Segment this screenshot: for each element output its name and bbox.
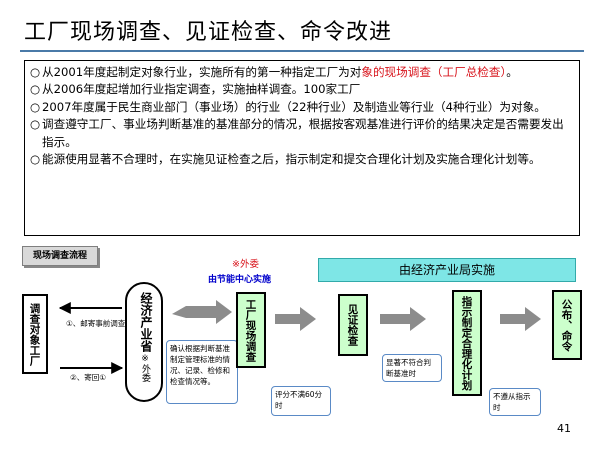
energy-center-note: 由节能中心实施 (208, 275, 272, 285)
bullet-item: ○调查遵守工厂、事业场判断基准的基准部分的情况，根据按客观基准进行评价的结果决定… (30, 116, 574, 151)
target-factory-box: 调查对象工厂 (22, 294, 48, 374)
highlight-text: 象的现场调查（工厂总检查） (361, 65, 507, 79)
noncompliance-note: 显著不符合判断基准时 (382, 354, 442, 382)
flow-label: 现场调查流程 (22, 246, 98, 266)
bullet-text-part: 2007年度属于民生商业部门（事业场）的行业（22种行业）及制造业等行业（4种行… (42, 99, 546, 114)
bullet-mark: ○ (30, 65, 41, 79)
arrow-instruction-to-publish (500, 307, 541, 331)
bullet-list: ○从2001年度起制定对象行业，实施所有的第一种指定工厂为对象的现场调查（工厂总… (24, 60, 580, 236)
bullet-text: 调查遵守工厂、事业场判断基准的基准部分的情况，根据按客观基准进行评价的结果决定是… (42, 116, 574, 151)
ministry-subtitle: ※外委 (140, 354, 150, 382)
bullet-item: ○从2006年度起增加行业指定调查，实施抽样调查。100家工厂 (30, 81, 574, 98)
bureau-banner: 由经济产业局实施 (318, 258, 576, 282)
survey-check-note: 确认根据判断基准制定管理标准的情况、记录、检修和检查情况等。 (166, 340, 238, 404)
bullet-text-part: 从2006年度起增加行业指定调查，实施抽样调查。100家工厂 (42, 82, 361, 97)
arrow-ministry-to-survey (172, 300, 232, 324)
ministry-title: 经济产业省 (139, 292, 153, 352)
bullet-mark: ○ (30, 82, 41, 97)
bullet-text-part: 能源使用显著不合理时，在实施见证检查之后，指示制定和提交合理化计划及实施合理化计… (42, 152, 541, 167)
step-witness-inspection: 见证检查 (338, 294, 368, 356)
step-factory-survey: 工厂现场调查 (236, 292, 266, 368)
disobey-note: 不遵从指示时 (489, 388, 541, 416)
outsource-note: ※外委 (232, 259, 259, 270)
page-number: 41 (557, 422, 571, 435)
bullet-item: ○能源使用显著不合理时，在实施见证检查之后，指示制定和提交合理化计划及实施合理化… (30, 151, 574, 168)
step-publish-order: 公布、命令 (552, 290, 582, 360)
arrow1-label: ①、邮寄事前调查单 (66, 319, 133, 328)
step-instruction: 指示制定合理化计划 (452, 290, 482, 396)
arrow2-label: ②、寄回① (70, 373, 106, 382)
arrow-inspection-to-instruction (380, 307, 426, 331)
bullet-item: ○从2001年度起制定对象行业，实施所有的第一种指定工厂为对象的现场调查（工厂总… (30, 64, 574, 81)
bullet-mark: ○ (30, 99, 41, 114)
arrow-survey-to-inspection (275, 307, 316, 331)
page-title: 工厂现场调查、见证检查、命令改进 (24, 20, 393, 45)
bullet-text: 从2006年度起增加行业指定调查，实施抽样调查。100家工厂 (42, 81, 574, 98)
score-note: 评分不满60分时 (271, 386, 331, 416)
bullet-item: ○2007年度属于民生商业部门（事业场）的行业（22种行业）及制造业等行业（4种… (30, 99, 574, 116)
bullet-text-part: 调查遵守工厂、事业场判断基准的基准部分的情况，根据按客观基准进行评价的结果决定是… (42, 117, 564, 149)
bullet-text-part: 。 (506, 65, 518, 79)
bullet-text-part: 从2001年度起制定对象行业，实施所有的第一种指定工厂为对 (42, 65, 362, 79)
title-rule (20, 50, 584, 52)
ministry-box: 经济产业省 ※外委 (125, 282, 163, 402)
bullet-text: 能源使用显著不合理时，在实施见证检查之后，指示制定和提交合理化计划及实施合理化计… (42, 151, 574, 168)
bullet-mark: ○ (30, 117, 41, 132)
bullet-mark: ○ (30, 152, 41, 167)
bullet-text: 2007年度属于民生商业部门（事业场）的行业（22种行业）及制造业等行业（4种行… (42, 99, 574, 116)
bullet-text: 从2001年度起制定对象行业，实施所有的第一种指定工厂为对象的现场调查（工厂总检… (42, 64, 574, 81)
